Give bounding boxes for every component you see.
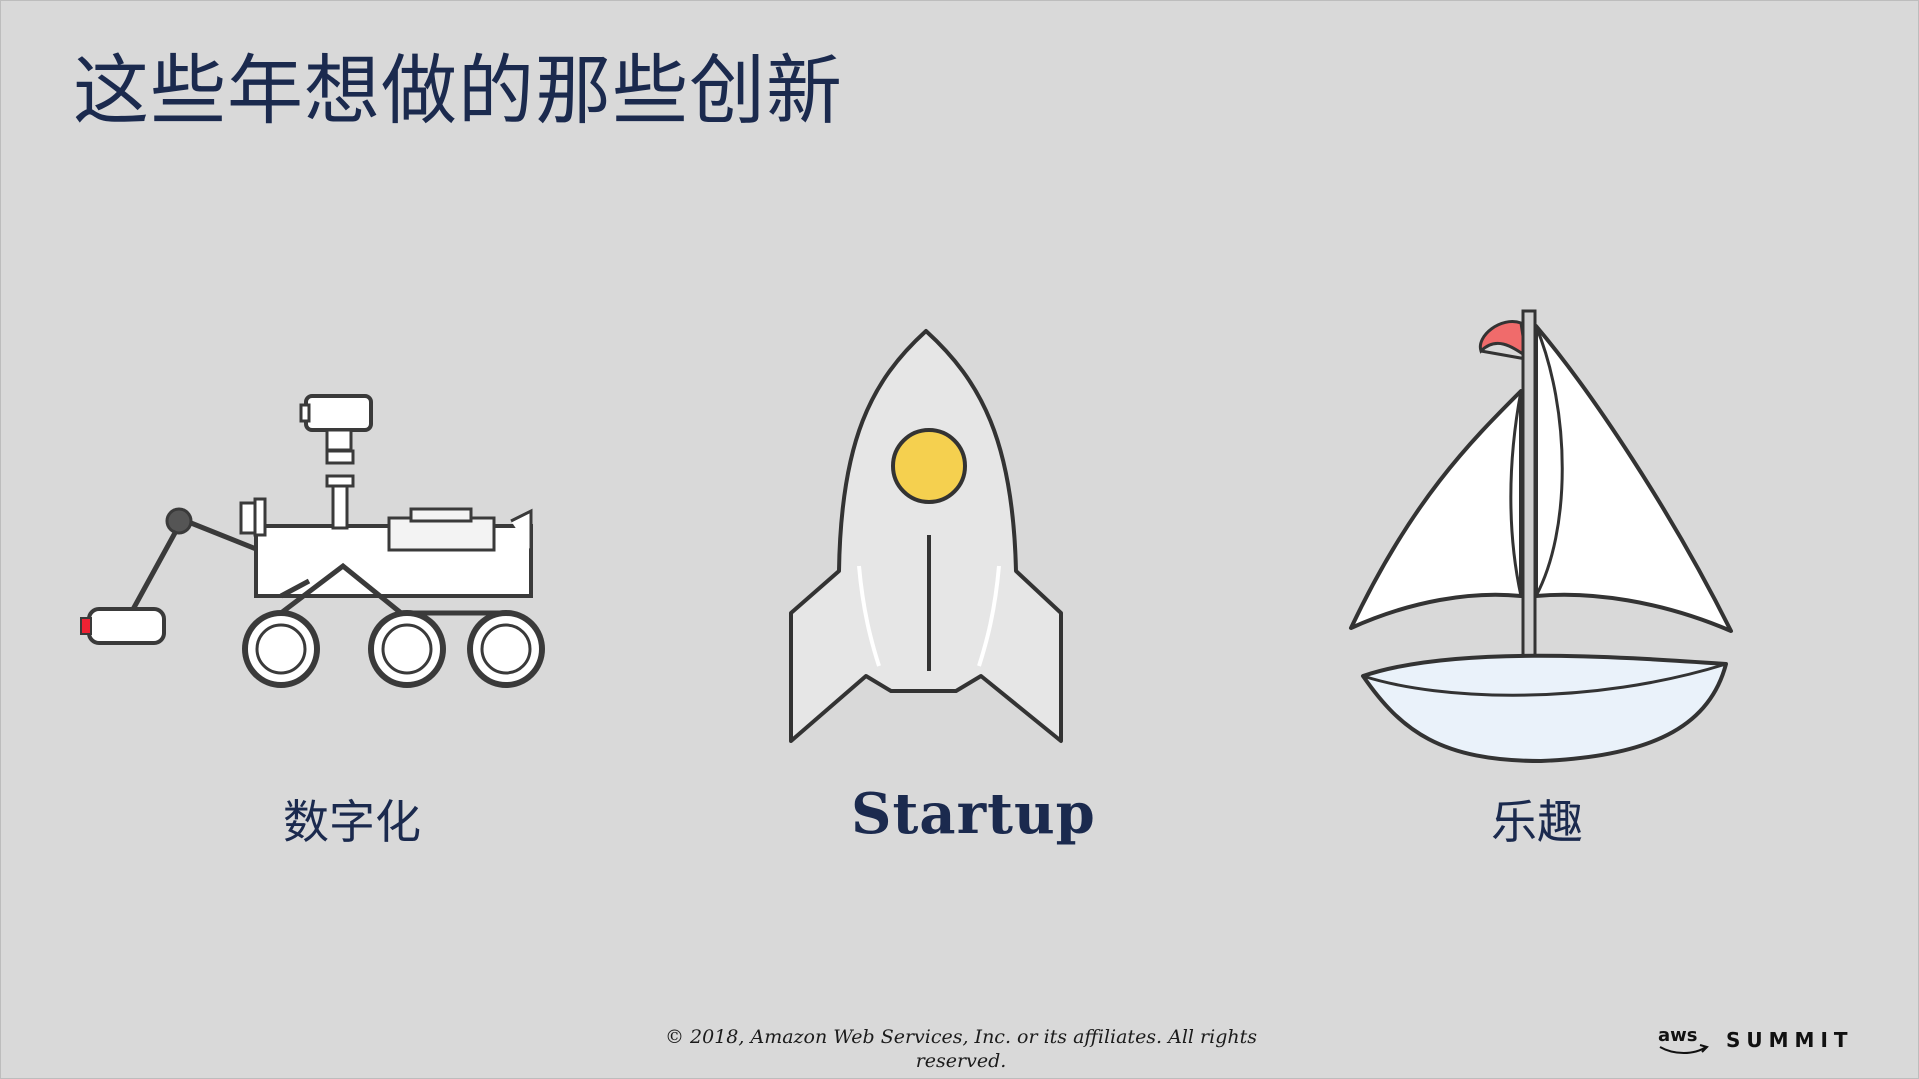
label-fun: 乐趣 [1491, 795, 1583, 849]
aws-logo-text: aws [1658, 1025, 1698, 1046]
slide-title: 这些年想做的那些创新 [73, 46, 843, 135]
aws-summit-logo: aws SUMMIT [1656, 1019, 1856, 1059]
copyright-footer: © 2018, Amazon Web Services, Inc. or its… [665, 1026, 1257, 1072]
label-startup: Startup [851, 781, 1096, 847]
summit-logo-text: SUMMIT [1726, 1028, 1854, 1052]
rocket-icon [771, 321, 1091, 761]
sailboat-icon [1331, 301, 1751, 781]
label-digitalization: 数字化 [283, 795, 421, 849]
rover-icon [71, 381, 551, 701]
